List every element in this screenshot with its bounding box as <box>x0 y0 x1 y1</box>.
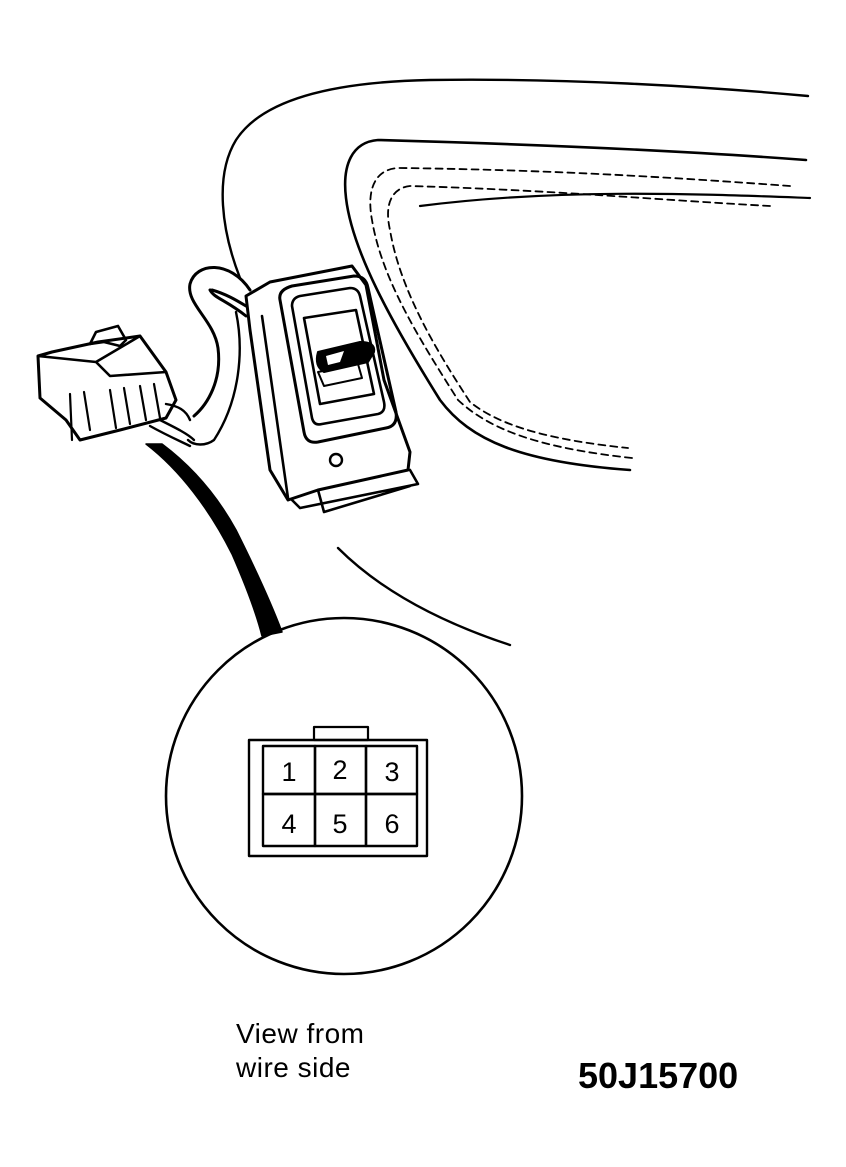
rocker-knob <box>315 341 376 373</box>
window-inner-edge <box>418 192 812 208</box>
pin-cavity-6 <box>364 792 419 848</box>
caption-line-1: View from <box>236 1018 365 1049</box>
switch-bezel-outer <box>278 274 398 444</box>
wire-bundle <box>145 443 283 637</box>
connector-latch <box>88 324 128 348</box>
switch-housing <box>244 264 412 502</box>
harness-loop <box>188 266 252 418</box>
pin-label-3: 3 <box>384 757 399 787</box>
rocker-knob-highlight <box>326 351 344 365</box>
connector-ribs <box>68 382 162 442</box>
pin-label-5: 5 <box>332 809 347 839</box>
mounting-hole <box>328 452 344 468</box>
door-trim-outline <box>221 78 810 647</box>
rocker-base <box>317 363 363 387</box>
harness-loop-inner <box>186 310 241 446</box>
window-trim-dashed-2 <box>387 185 771 449</box>
detail-circle <box>164 616 524 976</box>
pin-label-4: 4 <box>281 809 296 839</box>
switch-bezel-inner <box>290 286 386 426</box>
window-trim-dashed-1 <box>369 167 791 459</box>
caption-line-2: wire side <box>236 1052 351 1083</box>
switch-bracket-edge <box>260 314 420 514</box>
pin-label-2: 2 <box>332 755 347 785</box>
figure-id: 50J15700 <box>578 1055 739 1096</box>
view-caption: View from wire side <box>236 1017 364 1085</box>
window-frame-outer <box>343 138 808 472</box>
connector-face-latch <box>312 725 370 742</box>
pin-label-1: 1 <box>281 757 296 787</box>
switch-opening <box>302 308 376 406</box>
pin-label-6: 6 <box>384 809 399 839</box>
connector-top <box>36 334 168 378</box>
connector-wires <box>148 402 196 448</box>
